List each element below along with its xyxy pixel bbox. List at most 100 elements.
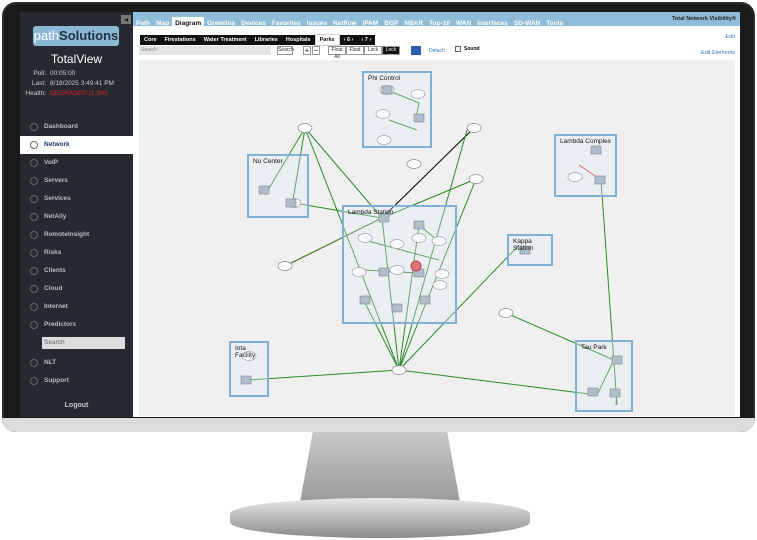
topnav-nbar[interactable]: NBAR: [404, 20, 424, 27]
sidebar-item-risks[interactable]: Risks: [20, 244, 133, 262]
network-link[interactable]: [363, 239, 440, 261]
topnav-ipam[interactable]: IPAM: [362, 20, 379, 27]
edit-elements-link[interactable]: Edit Elements: [701, 50, 735, 56]
sidebar-item-support[interactable]: Support: [20, 372, 133, 390]
tab-2[interactable]: Water Treatment: [199, 35, 251, 45]
cloud-icon[interactable]: [391, 365, 407, 375]
edit-link[interactable]: Edit: [725, 34, 735, 40]
sidebar-item-nlt[interactable]: NLT: [20, 354, 133, 372]
network-link[interactable]: [284, 217, 383, 267]
sidebar-item-netally[interactable]: NetAlly: [20, 208, 133, 226]
zoom-out-button[interactable]: −: [312, 46, 320, 55]
lock-button[interactable]: Lock: [364, 46, 382, 55]
cloud-icon[interactable]: [410, 89, 426, 99]
device-icon[interactable]: [359, 295, 371, 305]
sidebar-item-remoteinsight[interactable]: RemoteInsight: [20, 226, 133, 244]
tab-1[interactable]: Firestations: [160, 35, 200, 45]
tab-7[interactable]: ‹ 7 ›: [357, 35, 376, 45]
zoom-in-button[interactable]: +: [303, 46, 311, 55]
network-link[interactable]: [364, 302, 400, 371]
network-link[interactable]: [264, 127, 306, 196]
topnav-favorites[interactable]: Favorites: [271, 20, 301, 27]
cloud-icon[interactable]: [376, 135, 392, 145]
search-input[interactable]: Search: [139, 46, 271, 55]
network-link[interactable]: [304, 127, 383, 219]
group-box[interactable]: Lambda Station: [342, 205, 457, 324]
sidebar-item-cloud[interactable]: Cloud: [20, 280, 133, 298]
device-icon[interactable]: [378, 213, 390, 223]
network-link[interactable]: [388, 119, 418, 131]
device-icon[interactable]: [419, 295, 431, 305]
topnav-path[interactable]: Path: [136, 20, 151, 27]
device-icon[interactable]: [587, 387, 599, 397]
detach-link[interactable]: Detach: [429, 48, 445, 54]
device-icon[interactable]: [413, 220, 425, 230]
cloud-icon[interactable]: [411, 233, 427, 243]
sidebar-item-dashboard[interactable]: Dashboard: [20, 118, 133, 136]
search-button[interactable]: Search: [277, 46, 294, 55]
network-link[interactable]: [505, 312, 615, 361]
float-all-button[interactable]: Float All: [328, 46, 346, 60]
cloud-icon[interactable]: [434, 269, 450, 279]
alert-device-icon[interactable]: [410, 260, 422, 272]
sidebar-item-clients[interactable]: Clients: [20, 262, 133, 280]
cloud-icon[interactable]: [468, 174, 484, 184]
word-export-icon[interactable]: [411, 46, 421, 55]
device-icon[interactable]: [240, 375, 252, 385]
cloud-icon[interactable]: [466, 123, 482, 133]
cloud-icon[interactable]: [277, 261, 293, 271]
tab-3[interactable]: Libraries: [250, 35, 282, 45]
cloud-icon[interactable]: [357, 233, 373, 243]
sidebar-item-voip[interactable]: VoIP: [20, 154, 133, 172]
cloud-icon[interactable]: [406, 159, 422, 169]
group-box[interactable]: Kappa Station: [507, 234, 553, 266]
device-icon[interactable]: [378, 267, 390, 277]
topnav-sd-wan[interactable]: SD-WAN: [513, 20, 541, 27]
network-link[interactable]: [398, 244, 520, 371]
tab-0[interactable]: Core: [140, 35, 161, 45]
cloud-icon[interactable]: [567, 172, 583, 182]
network-link[interactable]: [398, 224, 420, 371]
topnav-diagram[interactable]: Diagram: [172, 17, 205, 31]
topnav-netflow[interactable]: Netflow: [333, 20, 357, 27]
float-button[interactable]: Float: [346, 46, 364, 55]
sound-checkbox[interactable]: [455, 46, 461, 52]
cloud-icon[interactable]: [351, 267, 367, 277]
topnav-bgp[interactable]: BGP: [384, 20, 399, 27]
logout-link[interactable]: Logout: [64, 402, 89, 409]
device-icon[interactable]: [258, 185, 270, 195]
network-link[interactable]: [248, 369, 400, 381]
topnav-issues[interactable]: Issues: [306, 20, 328, 27]
group-box[interactable]: Phi Control: [362, 71, 432, 148]
topnav-wan[interactable]: WAN: [456, 20, 472, 27]
topnav-devices[interactable]: Devices: [241, 20, 266, 27]
group-box[interactable]: Nu Center: [247, 154, 309, 218]
collapse-sidebar-button[interactable]: ◂: [121, 15, 131, 24]
device-icon[interactable]: [594, 175, 606, 185]
network-link[interactable]: [381, 217, 400, 371]
tab-5[interactable]: Parks: [314, 34, 340, 46]
network-link[interactable]: [381, 178, 477, 219]
network-link[interactable]: [596, 359, 615, 396]
topnav-tools[interactable]: Tools: [546, 20, 564, 27]
network-link[interactable]: [398, 369, 598, 396]
network-link[interactable]: [291, 127, 306, 207]
device-icon[interactable]: [413, 113, 425, 123]
group-box[interactable]: Iota Facility: [229, 341, 269, 397]
device-icon[interactable]: [381, 85, 393, 95]
topnav-gremlins[interactable]: Gremlins: [207, 20, 236, 27]
device-icon[interactable]: [285, 198, 297, 208]
sidebar-item-servers[interactable]: Servers: [20, 172, 133, 190]
network-link[interactable]: [381, 127, 475, 219]
cloud-icon[interactable]: [389, 265, 405, 275]
cloud-icon[interactable]: [241, 351, 257, 361]
network-link[interactable]: [600, 179, 618, 406]
device-icon[interactable]: [611, 355, 623, 365]
group-box[interactable]: Tau Park: [575, 340, 633, 412]
sidebar-item-services[interactable]: Services: [20, 190, 133, 208]
sidebar-search-input[interactable]: Search: [42, 337, 125, 349]
cloud-icon[interactable]: [431, 236, 447, 246]
device-icon[interactable]: [590, 145, 602, 155]
group-box[interactable]: Lambda Complex: [554, 134, 617, 197]
